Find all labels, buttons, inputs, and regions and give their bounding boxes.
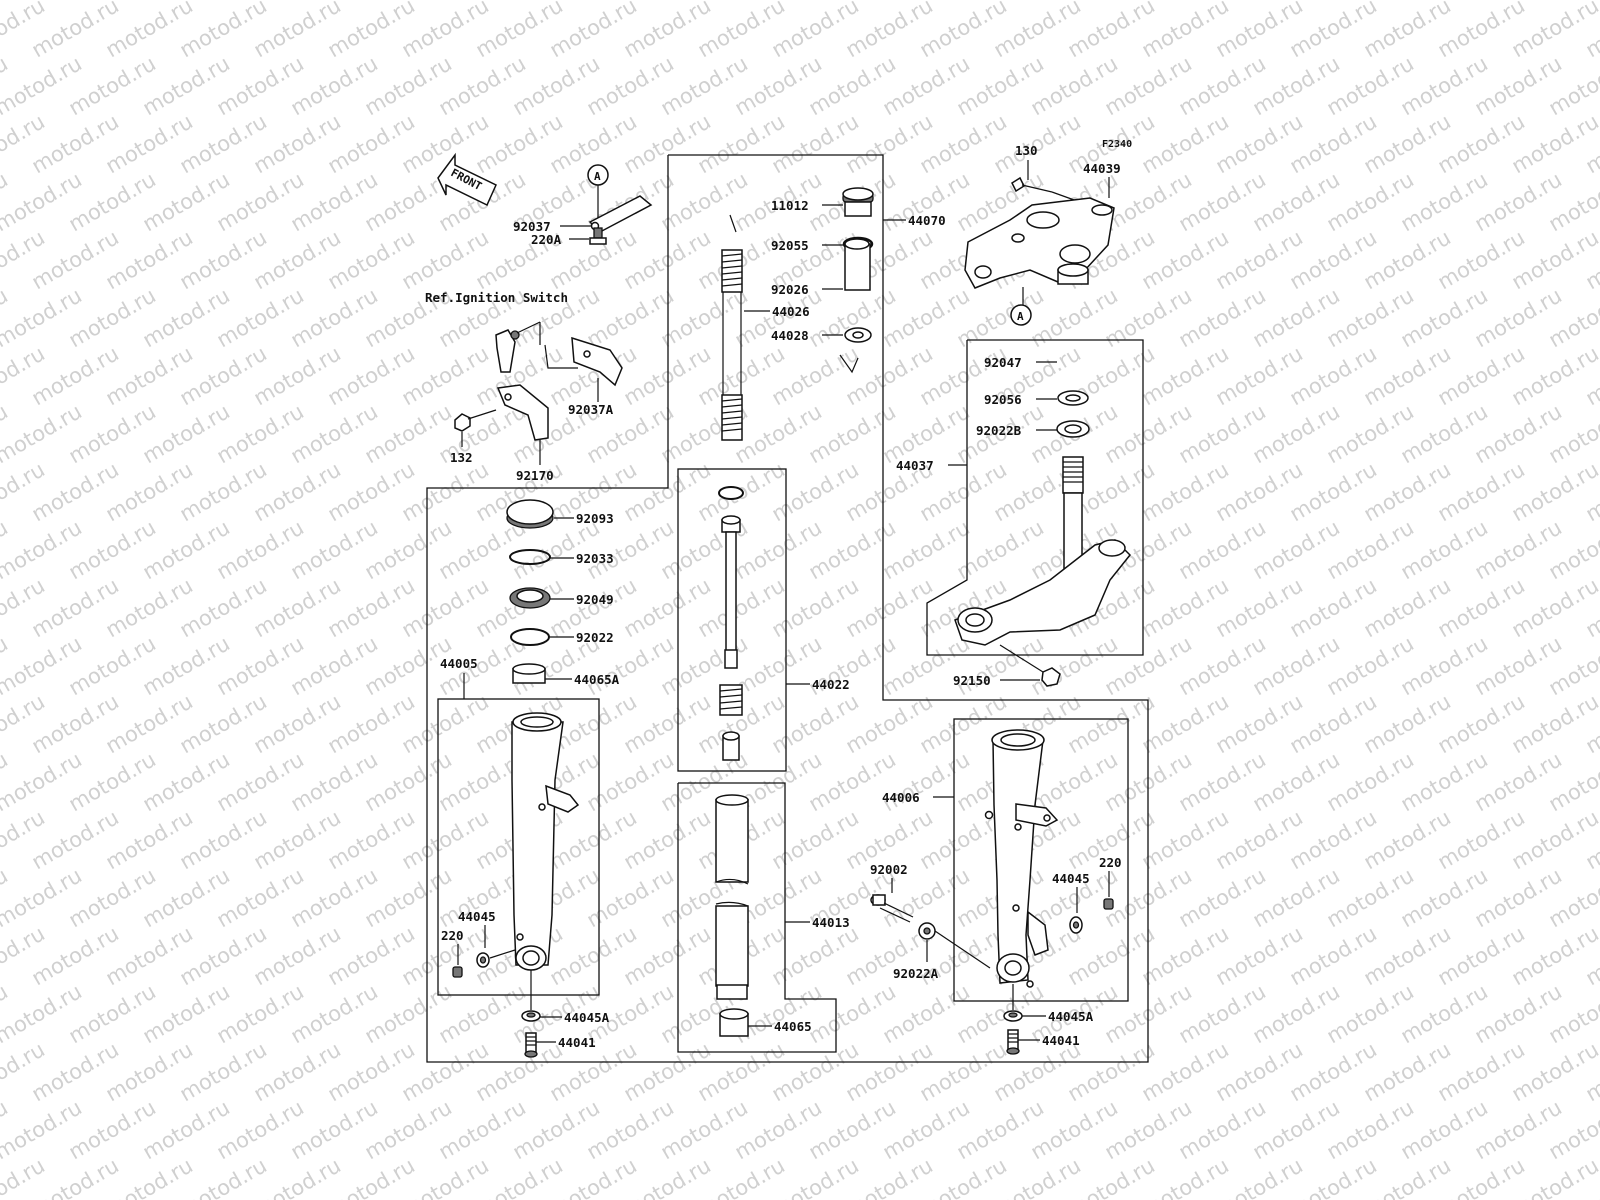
label-92002: 92002	[870, 862, 908, 877]
label-44065A: 44065A	[574, 672, 620, 687]
marker-a-top: A	[594, 170, 601, 183]
label-44013: 44013	[812, 915, 850, 930]
label-44045-left: 44045	[458, 909, 496, 924]
marker-a-bracket: A	[1017, 310, 1024, 323]
label-44037: 44037	[896, 458, 934, 473]
watermark-text: motod.ru	[0, 0, 86, 4]
spring-lower	[721, 394, 743, 441]
label-92170: 92170	[516, 468, 554, 483]
label-220A: 220A	[531, 232, 562, 247]
label-44041-right: 44041	[1042, 1033, 1080, 1048]
label-44045-right: 44045	[1052, 871, 1090, 886]
label-92093: 92093	[576, 511, 614, 526]
label-44045A-left: 44045A	[564, 1010, 610, 1025]
label-92033: 92033	[576, 551, 614, 566]
figure-code: F2340	[1102, 139, 1132, 150]
label-92022B: 92022B	[976, 423, 1022, 438]
label-44028: 44028	[771, 328, 809, 343]
label-220-right: 220	[1099, 855, 1122, 870]
label-92022A: 92022A	[893, 966, 939, 981]
label-44022: 44022	[812, 677, 850, 692]
label-92047: 92047	[984, 355, 1022, 370]
label-130: 130	[1015, 143, 1038, 158]
ref-ignition-switch: Ref.Ignition Switch	[425, 290, 568, 305]
spring-upper	[721, 249, 743, 293]
label-44070: 44070	[908, 213, 946, 228]
label-92055: 92055	[771, 238, 809, 253]
label-44005: 44005	[440, 656, 478, 671]
label-44041-left: 44041	[558, 1035, 596, 1050]
part-92170: 92170	[496, 384, 554, 483]
label-220-left: 220	[441, 928, 464, 943]
label-11012: 11012	[771, 198, 809, 213]
label-92049: 92049	[576, 592, 614, 607]
label-44065: 44065	[774, 1019, 812, 1034]
label-92026: 92026	[771, 282, 809, 297]
label-44039: 44039	[1083, 161, 1121, 176]
label-44006: 44006	[882, 790, 920, 805]
rebound-spring	[719, 684, 743, 716]
label-44045A-right: 44045A	[1048, 1009, 1094, 1024]
label-132: 132	[450, 450, 473, 465]
label-44026: 44026	[772, 304, 810, 319]
label-92056: 92056	[984, 392, 1022, 407]
label-92150: 92150	[953, 673, 991, 688]
label-92037A: 92037A	[568, 402, 614, 417]
label-92022: 92022	[576, 630, 614, 645]
